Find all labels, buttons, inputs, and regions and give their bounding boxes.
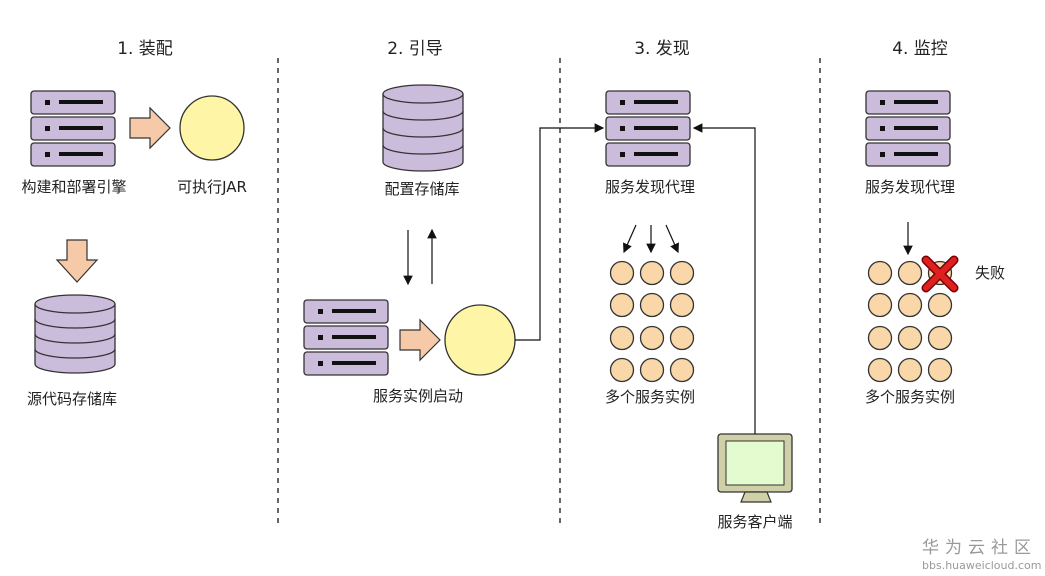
service-instance-grid-monitoring	[867, 260, 953, 383]
section-title-discovery: 3. 发现	[634, 39, 690, 59]
instance-arrow	[623, 224, 637, 254]
service-instance	[669, 325, 695, 351]
source-repo-database-icon	[34, 294, 116, 374]
service-client-monitor-icon	[717, 433, 793, 503]
service-instance	[669, 357, 695, 383]
service-instance	[669, 260, 695, 286]
service-instance-grid	[609, 260, 695, 383]
register-arrow	[515, 123, 605, 341]
service-instance	[927, 357, 953, 383]
config-repo-label: 配置存储库	[384, 180, 459, 198]
config-repo-database-icon	[382, 84, 464, 172]
discovery-agent-server-icon	[605, 90, 691, 167]
build-engine-label: 构建和部署引擎	[21, 178, 126, 196]
watermark-name: 华为云社区	[922, 538, 1037, 558]
section-title-monitoring: 4. 监控	[892, 39, 948, 59]
service-instance	[867, 325, 893, 351]
executable-jar-label: 可执行JAR	[177, 178, 247, 196]
instances-label-monitoring: 多个服务实例	[865, 388, 955, 406]
service-instance	[609, 325, 635, 351]
instances-label: 多个服务实例	[605, 388, 695, 406]
store-arrow	[55, 239, 99, 283]
service-instance-server-icon	[303, 299, 389, 376]
service-instance	[897, 325, 923, 351]
service-instance	[669, 292, 695, 318]
service-instance	[927, 325, 953, 351]
running-instance-circle	[444, 304, 516, 376]
service-instance	[927, 292, 953, 318]
service-instance	[639, 260, 665, 286]
service-instance	[897, 260, 923, 286]
service-instance	[867, 260, 893, 286]
discovery-agent-label: 服务发现代理	[605, 178, 695, 196]
build-arrow	[129, 106, 171, 150]
service-instance	[639, 357, 665, 383]
service-instance	[609, 292, 635, 318]
executable-jar-circle	[179, 95, 245, 161]
service-instance	[897, 292, 923, 318]
service-instance	[897, 357, 923, 383]
instance-arrow	[665, 224, 679, 254]
watermark-url: bbs.huaweicloud.com	[922, 559, 1041, 572]
service-instance	[639, 325, 665, 351]
discovery-agent-label-monitoring: 服务发现代理	[865, 178, 955, 196]
service-instance	[639, 292, 665, 318]
service-instance	[609, 357, 635, 383]
failed-label: 失败	[975, 264, 1005, 282]
service-instance	[867, 357, 893, 383]
service-instance	[609, 260, 635, 286]
build-engine-server-icon	[30, 90, 116, 167]
service-client-label: 服务客户端	[717, 513, 792, 531]
source-repo-label: 源代码存储库	[27, 390, 117, 408]
section-title-assemble: 1. 装配	[117, 39, 173, 59]
lookup-arrow	[692, 123, 756, 434]
failure-x-icon	[921, 255, 959, 293]
service-instance	[867, 292, 893, 318]
instance-start-label: 服务实例启动	[373, 387, 463, 405]
start-arrow	[399, 318, 441, 362]
discovery-agent-server-icon-monitoring	[865, 90, 951, 167]
section-title-bootstrap: 2. 引导	[387, 39, 443, 59]
